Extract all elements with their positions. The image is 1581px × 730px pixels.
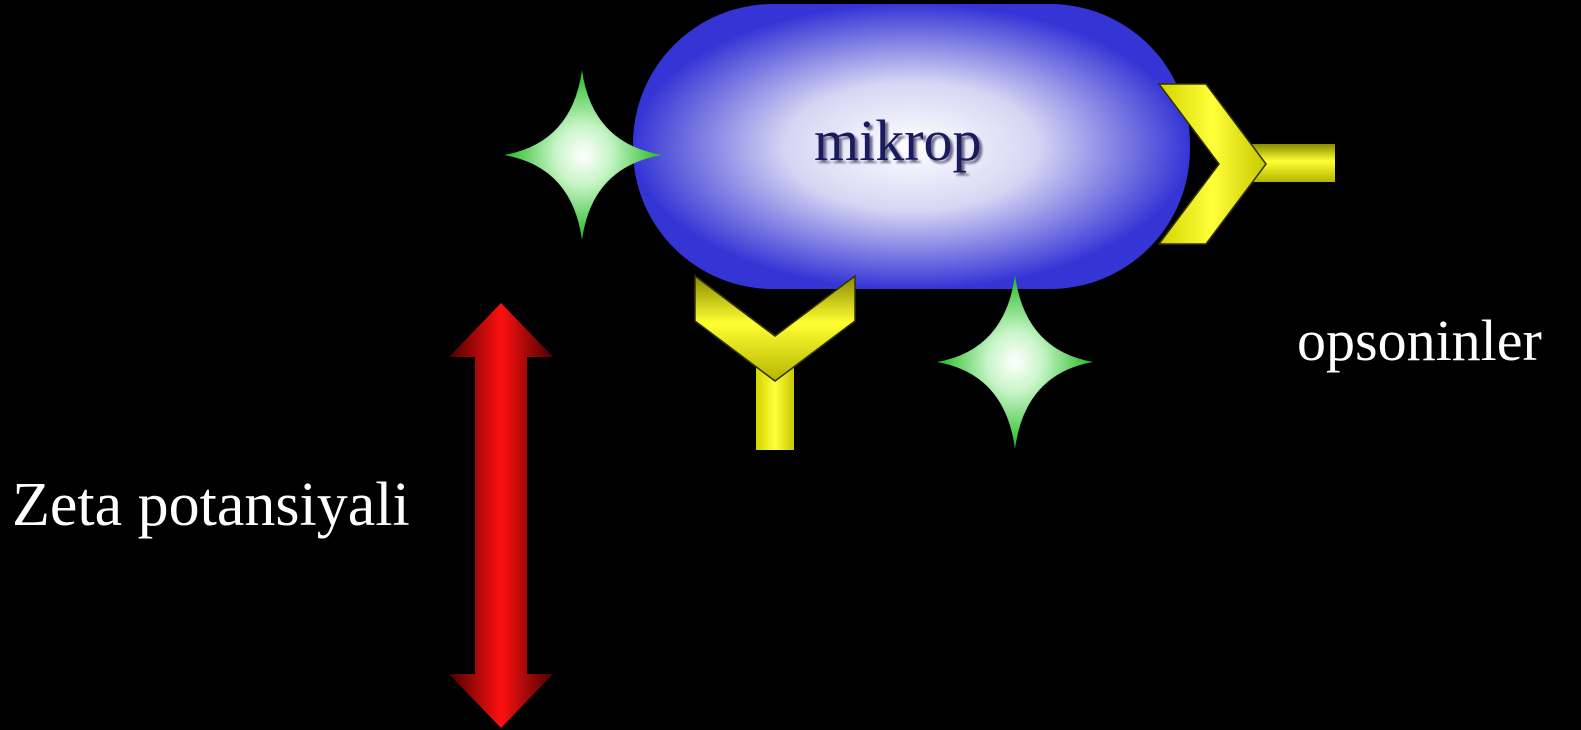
zeta-potential-label: Zeta potansiyali xyxy=(12,471,410,539)
microbe-body xyxy=(633,4,1190,289)
zeta-potential-arrow-icon xyxy=(449,303,553,728)
antibody-icon xyxy=(694,274,856,450)
opsonin-label: opsoninler xyxy=(1297,308,1542,373)
green-star-icon xyxy=(937,275,1093,449)
green-star-icon xyxy=(504,70,662,240)
antibody-icon xyxy=(1157,83,1335,245)
microbe-label: mikrop xyxy=(814,108,982,173)
